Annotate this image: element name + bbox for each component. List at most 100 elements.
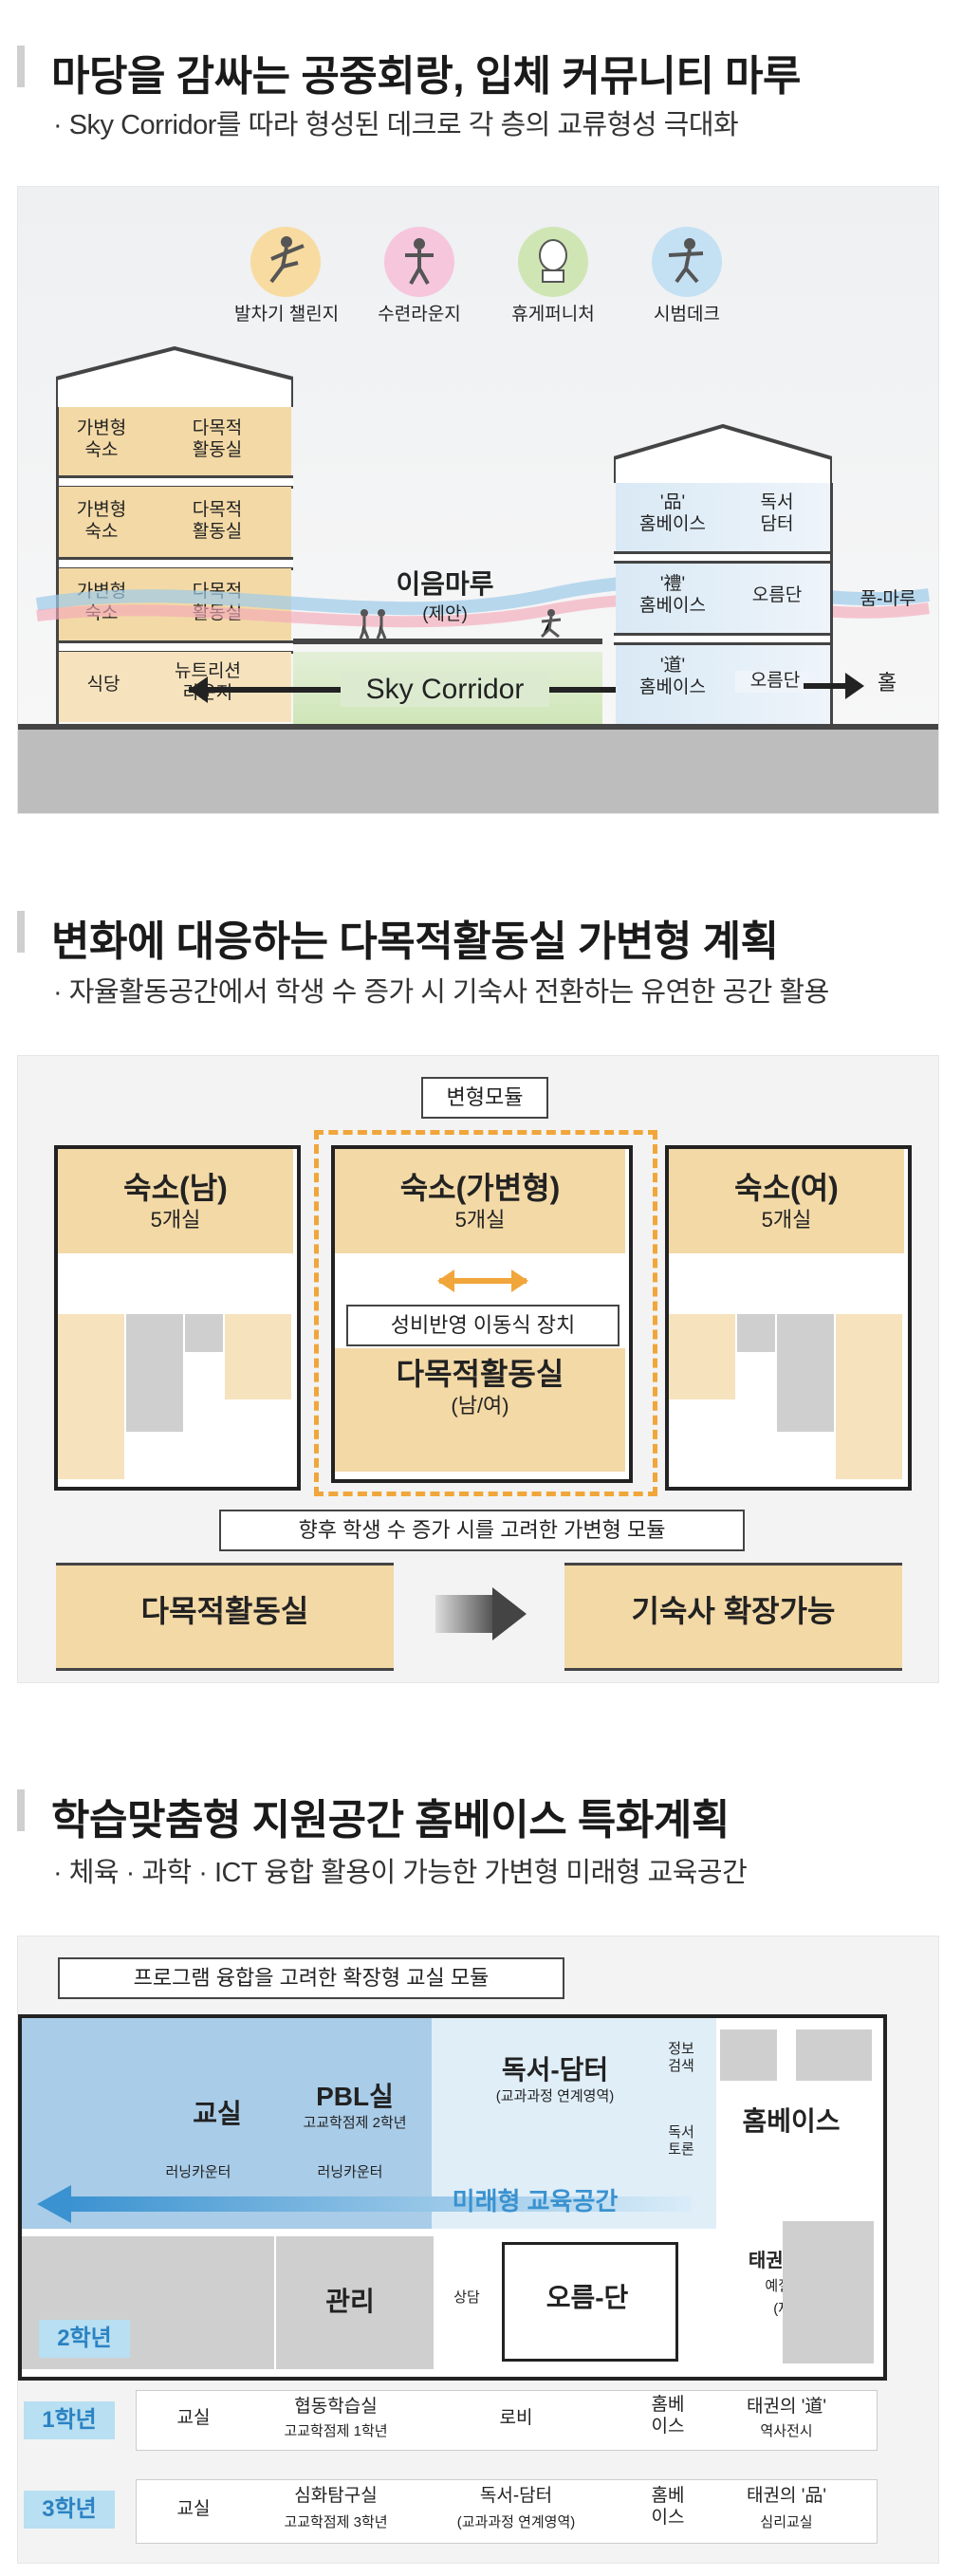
section3-title: 학습맞춤형 지원공간 홈베이스 특화계획 [51,1797,730,1844]
row3-cell-2-sub: 고교학점제 3학년 [284,2514,388,2530]
left-dorm-count: 5개실 [150,1208,201,1232]
consult-label: 상담 [453,2289,480,2306]
section2-title-bar [17,911,25,953]
section2-title: 변화에 대응하는 다목적활동실 가변형 계획 [51,918,779,965]
right-f1-room-a: '道' 홈베이스 [639,656,706,697]
homebase-label: 홈베이스 [742,2106,841,2136]
furniture-icon [518,227,588,297]
left-dorm-facility-3 [185,1314,223,1352]
learning-counter-2: 러닝카운터 [317,2164,383,2180]
section1-title-bar [17,46,25,87]
right-f3-room-a: '品' 홈베이스 [639,492,706,534]
left-ground-room-a: 식당 [86,675,120,695]
row3-cell-5: 태권의 '品' [747,2486,826,2506]
people-icon [359,609,387,639]
homebase-block-2 [796,2029,872,2081]
oreum-label: 오름-단 [545,2283,629,2312]
right-f3-room-b: 독서 담터 [760,492,794,534]
pbl-label: PBL실 [316,2082,394,2111]
after-block [564,1563,902,1671]
grade-2-badge: 2학년 [39,2320,130,2358]
row1-cell-1: 교실 [176,2408,211,2428]
reading-zone [432,2018,716,2229]
reading-label: 독서-담터 [501,2055,609,2085]
future-space-arrow [37,2185,692,2223]
grade-1-badge: 1학년 [24,2401,115,2439]
right-dorm-count: 5개실 [761,1208,812,1232]
center-dorm-name: 숙소(가변형) [399,1171,561,1205]
admin-label: 관리 [325,2287,375,2316]
training-figure-icon [384,227,454,297]
section2-diagram: 변형모듈 숙소(남) 5개실 숙소(가변형) 5개실 성비반영 이동식 장치 다… [17,1055,939,1683]
center-variable-rooms [335,1149,625,1253]
variable-module-outline [314,1130,657,1496]
icon-label-training: 수련라운지 [378,305,461,324]
left-f2-room-b: 다목적 활동실 [192,500,243,542]
row1-cell-5: 태권의 '道' [747,2397,826,2417]
center-deck-title: 이음마루 [396,569,494,599]
icon-label-demo: 시범데크 [654,305,720,324]
right-ground-arrow [804,673,864,699]
right-slab-2 [614,551,832,564]
section1-title: 마당을 감싸는 공중회랑, 입체 커뮤니티 마루 [51,53,802,100]
reading-discuss-label: 독서 토론 [668,2124,694,2158]
learning-counter-1: 러닝카운터 [165,2164,231,2180]
left-wall-outer [56,407,59,726]
classroom-zone [22,2018,432,2229]
oreum-box [502,2242,678,2362]
right-dorm-name: 숙소(여) [734,1171,839,1205]
icon-label-furniture: 휴게퍼니처 [511,305,595,324]
left-f3-room-b: 다목적 활동실 [192,418,243,460]
before-block [56,1563,394,1671]
row3-cell-5-sub: 심리교실 [760,2514,813,2530]
section3-title-bar [17,1789,25,1831]
right-building-roof [614,424,832,483]
left-floor-2 [58,487,291,559]
runner-icon [540,609,562,639]
right-dorm-facility-2 [737,1314,775,1352]
center-dorm-count: 5개실 [454,1208,506,1232]
left-dorm-facility-1 [58,1314,124,1479]
demo-figure-icon [652,227,722,297]
right-f1-room-b: 오름단 [735,671,815,693]
section2-subtitle: · 자율활동공간에서 학생 수 증가 시 기숙사 전환하는 유연한 공간 활용 [53,977,829,1008]
module-tag: 변형모듈 [421,1077,548,1119]
row1-cell-3: 로비 [499,2408,533,2428]
left-dorm-facility-2 [126,1314,183,1432]
ye-class-block [783,2221,874,2363]
right-dorm-rooms [669,1149,904,1253]
right-ground-end: 홀 [877,671,897,695]
center-deck-note: (제안) [422,604,468,624]
left-dorm-facility-4 [225,1314,291,1399]
activity-room-area [335,1348,625,1472]
kick-figure-icon [250,227,321,297]
right-f2-room-a: '禮' 홈베이스 [639,574,706,616]
bidirectional-arrow-icon [437,1269,528,1292]
pbl-note: 고교학점제 2학년 [303,2115,407,2131]
left-floor-3 [58,407,291,477]
row3-cell-3-sub: (교과과정 연계영역) [456,2514,576,2530]
before-label: 다목적활동실 [140,1594,309,1628]
right-dorm-facility-3 [777,1314,834,1432]
row1-cell-2: 협동학습실 [294,2397,378,2417]
section3-plan: 프로그램 융합을 고려한 확장형 교실 모듈 교실 PBL실 고교학점제 2학년… [17,1936,939,2564]
mobile-device-tag: 성비반영 이동식 장치 [346,1305,619,1346]
right-slab-1 [614,633,832,645]
left-f3-room-a: 가변형 숙소 [76,418,127,460]
section3-subtitle: · 체육 · 과학 · ICT 융합 활용이 가능한 가변형 미래형 교육공간 [53,1858,748,1888]
activity-room-note: (남/여) [451,1394,509,1418]
classroom-label: 교실 [193,2099,242,2128]
transform-arrow-icon [435,1587,527,1640]
right-dorm-facility-1 [669,1314,735,1399]
sky-corridor-label: Sky Corridor [341,673,549,707]
reading-note: (교과과정 연계영역) [495,2088,615,2104]
center-deck [293,639,602,644]
row3-table: 교실 심화탐구실 고교학점제 3학년 독서-담터 (교과과정 연계영역) 홈베 … [136,2479,878,2544]
row1-cell-5-sub: 역사전시 [760,2423,813,2439]
left-dorm-rooms [58,1149,293,1253]
left-building-roof [56,346,293,407]
activity-room-name: 다목적활동실 [396,1357,564,1391]
expand-module-tag: 프로그램 융합을 고려한 확장형 교실 모듈 [58,1957,564,1999]
row3-cell-4: 홈베 이스 [651,2486,685,2528]
row1-cell-2-sub: 고교학점제 1학년 [284,2423,388,2439]
